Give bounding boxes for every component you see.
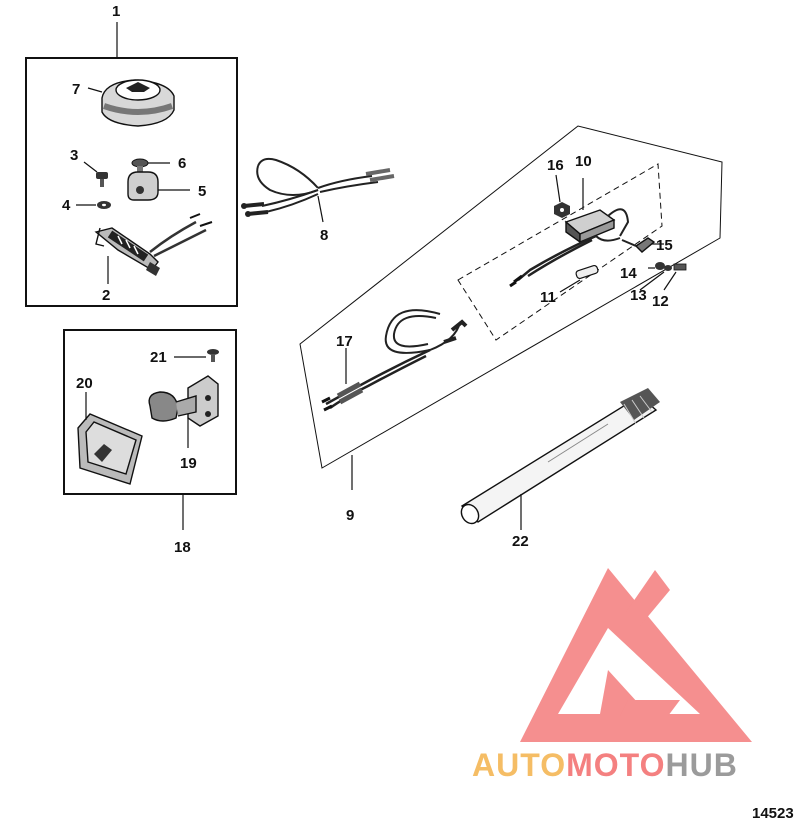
part-11-fuse — [575, 264, 599, 280]
callout-11: 11 — [540, 289, 556, 306]
callout-15: 15 — [656, 237, 673, 254]
part-15-terminal — [621, 237, 656, 253]
callout-1: 1 — [112, 3, 120, 20]
brand-hub: HUB — [665, 747, 737, 783]
callout-14: 14 — [620, 265, 637, 282]
callout-3: 3 — [70, 147, 78, 164]
callout-20: 20 — [76, 375, 93, 392]
callout-6: 6 — [178, 155, 186, 172]
group-1-assembly — [25, 22, 238, 307]
brand-auto: AUTO — [472, 747, 566, 783]
part-20-pad — [77, 413, 143, 485]
part-10-fuse-block — [564, 208, 630, 244]
group-18-assembly — [63, 329, 237, 530]
callout-19: 19 — [180, 455, 197, 472]
callout-4: 4 — [62, 197, 71, 214]
callout-9: 9 — [346, 507, 354, 524]
logo-triangle-mark — [520, 568, 752, 742]
part-3-screw — [96, 172, 108, 187]
part-22-handle — [460, 388, 660, 525]
callout-8: 8 — [320, 227, 328, 244]
callout-18: 18 — [174, 539, 191, 556]
kit-9-outline — [299, 125, 723, 490]
callout-labels: 1 7 3 6 5 4 2 8 16 10 15 14 11 13 12 17 … — [62, 3, 673, 556]
callout-12: 12 — [652, 293, 669, 310]
reference-number: 14523 — [752, 805, 794, 822]
part-2-connector — [94, 213, 213, 276]
group-18-frame — [63, 329, 237, 495]
brand-moto: MOTO — [566, 747, 665, 783]
callout-16: 16 — [547, 157, 564, 174]
callout-13: 13 — [630, 287, 647, 304]
callout-10: 10 — [575, 153, 592, 170]
part-5-clamp — [127, 171, 159, 201]
callout-2: 2 — [102, 287, 110, 304]
callout-22: 22 — [512, 533, 529, 550]
part-21-screw — [207, 349, 219, 362]
watermark-brand: AUTOMOTOHUB — [472, 747, 738, 783]
sub-kit-outline — [457, 163, 663, 341]
part-12-bolt — [673, 263, 687, 271]
group-1-frame — [25, 57, 238, 307]
part-17-harness — [321, 309, 468, 412]
part-16-nut — [554, 202, 570, 218]
part-8-cable — [241, 157, 395, 217]
callout-21: 21 — [150, 349, 167, 366]
part-14-washer — [655, 262, 672, 271]
callout-17: 17 — [336, 333, 353, 350]
automotohub-logo — [520, 568, 752, 742]
part-19-bracket — [148, 375, 219, 427]
part-4-washer — [97, 201, 111, 209]
callout-7: 7 — [72, 81, 80, 98]
part-7-cap — [101, 79, 175, 127]
callout-5: 5 — [198, 183, 206, 200]
